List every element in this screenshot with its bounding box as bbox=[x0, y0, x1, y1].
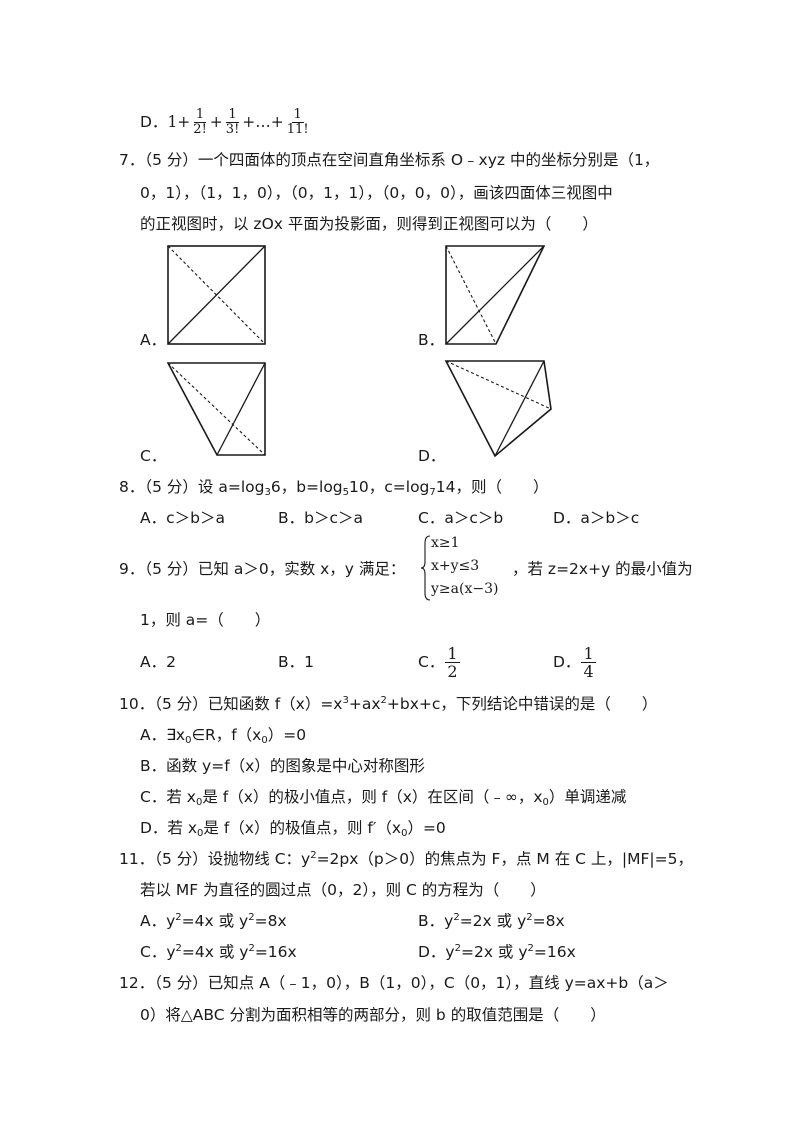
q11-stem-line-2: 若以 MF 为直径的圆过点（0，2），则 C 的方程为（ ） bbox=[140, 881, 546, 899]
q9-option-b: B．1 bbox=[278, 653, 314, 671]
q7-figure-b bbox=[445, 245, 546, 345]
q8-stem: 8．（5 分）设 a=log36，b=log510，c=log714，则（ ） bbox=[119, 478, 549, 498]
q11-option-d: D．y2=2x 或 y2=16x bbox=[418, 943, 576, 961]
q6-option-d-label: D． bbox=[140, 113, 168, 131]
q8-option-a: A．c＞b＞a bbox=[140, 509, 225, 527]
q7-figure-c bbox=[166, 362, 266, 456]
q9-condition-2: x+y≤3 bbox=[431, 558, 480, 574]
q7-figure-d bbox=[444, 360, 552, 458]
q7-option-b-label: B． bbox=[418, 331, 445, 349]
q8-option-c: C．a＞c＞b bbox=[418, 509, 504, 527]
q7-option-a-label: A． bbox=[140, 331, 167, 349]
q11-option-c: C．y2=4x 或 y2=16x bbox=[140, 943, 297, 961]
q12-stem-line-2: 0）将△ABC 分割为面积相等的两部分，则 b 的取值范围是（ ） bbox=[140, 1006, 606, 1024]
q9-stem: 9．（5 分）已知 a＞0，实数 x，y 满足： bbox=[119, 560, 406, 578]
q10-option-b: B．函数 y=f（x）的图象是中心对称图形 bbox=[140, 757, 425, 775]
q10-option-d: D．若 x0是 f（x）的极值点，则 f′（x0）=0 bbox=[140, 819, 446, 839]
q11-option-b: B．y2=2x 或 y2=8x bbox=[418, 912, 565, 930]
q8-option-b: B．b＞c＞a bbox=[278, 509, 363, 527]
q11-option-a: A．y2=4x 或 y2=8x bbox=[140, 912, 287, 930]
q11-stem: 11．（5 分）设抛物线 C：y2=2px（p＞0）的焦点为 F，点 M 在 C… bbox=[119, 850, 693, 868]
q9-stem-line-2: 1，则 a=（ ） bbox=[140, 611, 271, 629]
q9-condition-3: y≥a(x−3) bbox=[431, 581, 499, 597]
q9-option-a: A．2 bbox=[140, 653, 176, 671]
q10-stem: 10．（5 分）已知函数 f（x）=x3+ax2+bx+c，下列结论中错误的是（… bbox=[119, 695, 658, 713]
q9-condition-1: x≥1 bbox=[431, 535, 460, 551]
q7-option-d-label: D． bbox=[418, 447, 446, 465]
q8-option-d: D．a＞b＞c bbox=[553, 509, 640, 527]
q7-stem-line-1: 7．（5 分）一个四面体的顶点在空间直角坐标系 O﹣xyz 中的坐标分别是（1， bbox=[119, 151, 660, 169]
q10-option-a: A．∃x0∈R，f（x0）=0 bbox=[140, 726, 307, 746]
q7-stem-line-2: 0，1），（1，1，0），（0，1，1），（0，0，0），画该四面体三视图中 bbox=[140, 184, 613, 202]
q10-option-c: C．若 x0是 f（x）的极小值点，则 f（x）在区间（﹣∞，x0）单调递减 bbox=[140, 788, 627, 808]
q9-system-brace bbox=[421, 535, 431, 601]
q7-stem-line-3: 的正视图时，以 zOx 平面为投影面，则得到正视图可以为（ ） bbox=[140, 215, 598, 233]
q12-stem-line-1: 12．（5 分）已知点 A（﹣1，0），B（1，0），C（0，1），直线 y=a… bbox=[119, 974, 669, 992]
q9-stem-tail: ，若 z=2x+y 的最小值为 bbox=[512, 560, 693, 578]
q7-figure-a bbox=[167, 245, 266, 345]
q7-option-c-label: C． bbox=[140, 447, 167, 465]
